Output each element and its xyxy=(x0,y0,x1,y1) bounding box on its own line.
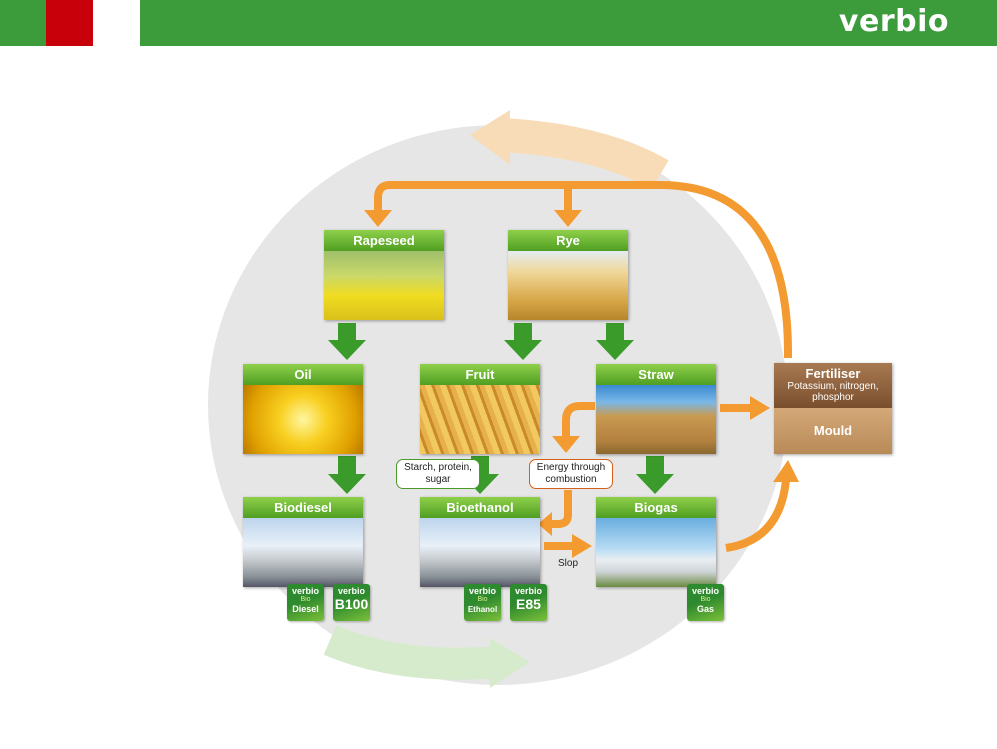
rye-image xyxy=(508,251,628,320)
starch-line1: Starch, protein, xyxy=(400,462,476,474)
starch-callout: Starch, protein, sugar xyxy=(396,459,480,489)
straw-label: Straw xyxy=(596,364,716,385)
fertiliser-subtitle-line1: Potassium, nitrogen, xyxy=(774,381,892,392)
fruit-label: Fruit xyxy=(420,364,540,385)
e85-badge: verbio E85 xyxy=(510,584,547,621)
badge-product: Ethanol xyxy=(464,604,501,615)
biodiesel-label: Biodiesel xyxy=(243,497,363,518)
mould-label: Mould xyxy=(774,408,892,454)
badge-bio: Bio xyxy=(287,596,324,604)
slop-label: Slop xyxy=(558,558,578,569)
biodiesel-badge: verbio Bio Diesel xyxy=(287,584,324,621)
badge-product: B100 xyxy=(333,596,370,613)
fruit-node: Fruit xyxy=(420,364,540,454)
badge-brand: verbio xyxy=(464,584,501,596)
badge-brand: verbio xyxy=(287,584,324,596)
b100-badge: verbio B100 xyxy=(333,584,370,621)
biogas-badge: verbio Bio Gas xyxy=(687,584,724,621)
oil-label: Oil xyxy=(243,364,363,385)
badge-product: Diesel xyxy=(287,604,324,615)
badge-product: Gas xyxy=(687,604,724,615)
fertiliser-box: Fertiliser Potassium, nitrogen, phosphor… xyxy=(774,363,892,454)
rapeseed-label: Rapeseed xyxy=(324,230,444,251)
bioethanol-badge: verbio Bio Ethanol xyxy=(464,584,501,621)
badge-bio: Bio xyxy=(687,596,724,604)
energy-line1: Energy through xyxy=(533,462,609,474)
fertiliser-subtitle-line2: phosphor xyxy=(774,392,892,403)
rapeseed-node: Rapeseed xyxy=(324,230,444,320)
badge-brand: verbio xyxy=(333,584,370,596)
oil-node: Oil xyxy=(243,364,363,454)
biogas-node: Biogas xyxy=(596,497,716,587)
bioethanol-node: Bioethanol xyxy=(420,497,540,587)
straw-node: Straw xyxy=(596,364,716,454)
badge-product: E85 xyxy=(510,596,547,613)
starch-line2: sugar xyxy=(400,474,476,486)
badge-brand: verbio xyxy=(687,584,724,596)
biogas-label: Biogas xyxy=(596,497,716,518)
biogas-image xyxy=(596,518,716,587)
oil-image xyxy=(243,385,363,454)
energy-callout: Energy through combustion xyxy=(529,459,613,489)
bioethanol-image xyxy=(420,518,540,587)
energy-line2: combustion xyxy=(533,474,609,486)
biodiesel-image xyxy=(243,518,363,587)
biodiesel-node: Biodiesel xyxy=(243,497,363,587)
rye-node: Rye xyxy=(508,230,628,320)
badge-bio: Bio xyxy=(464,596,501,604)
rye-label: Rye xyxy=(508,230,628,251)
bioethanol-label: Bioethanol xyxy=(420,497,540,518)
fertiliser-title: Fertiliser xyxy=(774,363,892,381)
rapeseed-image xyxy=(324,251,444,320)
badge-brand: verbio xyxy=(510,584,547,596)
fertiliser-section: Fertiliser Potassium, nitrogen, phosphor xyxy=(774,363,892,408)
fruit-image xyxy=(420,385,540,454)
straw-image xyxy=(596,385,716,454)
